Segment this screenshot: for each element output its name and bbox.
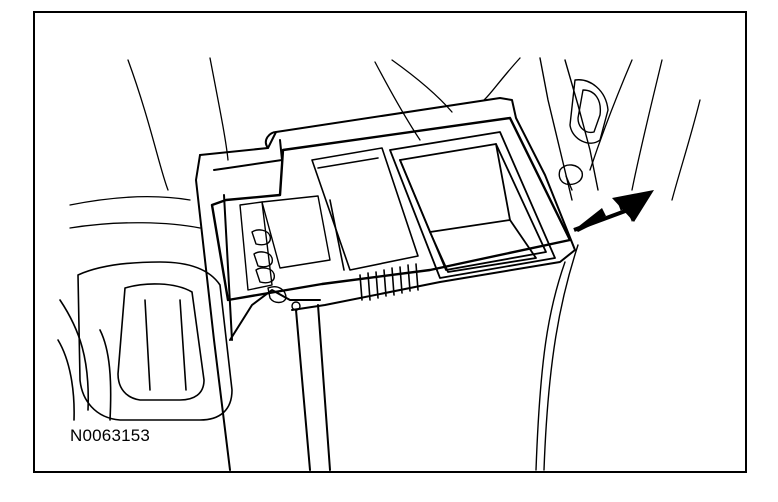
left-cupholder <box>57 261 233 421</box>
callout-arrow <box>573 190 654 232</box>
center-divider <box>311 147 419 301</box>
console-body <box>195 97 576 471</box>
seat-edge <box>535 244 579 471</box>
right-storage-bin <box>389 131 556 279</box>
left-compartment <box>239 195 331 311</box>
figure-id-label: N0063153 <box>70 426 151 445</box>
figure-frame <box>33 11 747 473</box>
seat-background <box>69 57 701 229</box>
console-tray <box>210 116 572 302</box>
seat-side-panel <box>539 57 609 201</box>
